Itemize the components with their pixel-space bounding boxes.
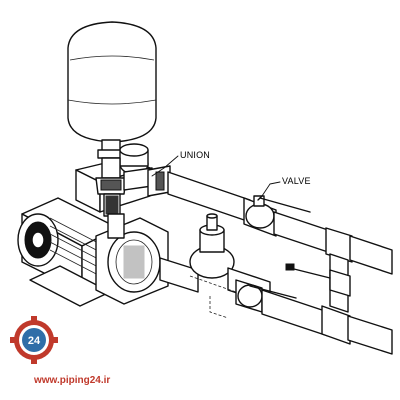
valve-label: VALVE [282,176,311,186]
lower-pipe-run [159,213,393,355]
logo-text: 24 [28,335,41,347]
watermark-url: www.piping24.ir [33,375,110,386]
piping24-logo: 24 [10,316,58,364]
hidden-lines [189,275,237,319]
tank-fittings [95,157,127,217]
union-label: UNION [180,150,210,160]
pressure-tank [67,21,157,159]
upper-pipe-run [123,165,393,313]
leader-lines [151,155,281,197]
pump-housing [95,213,169,305]
